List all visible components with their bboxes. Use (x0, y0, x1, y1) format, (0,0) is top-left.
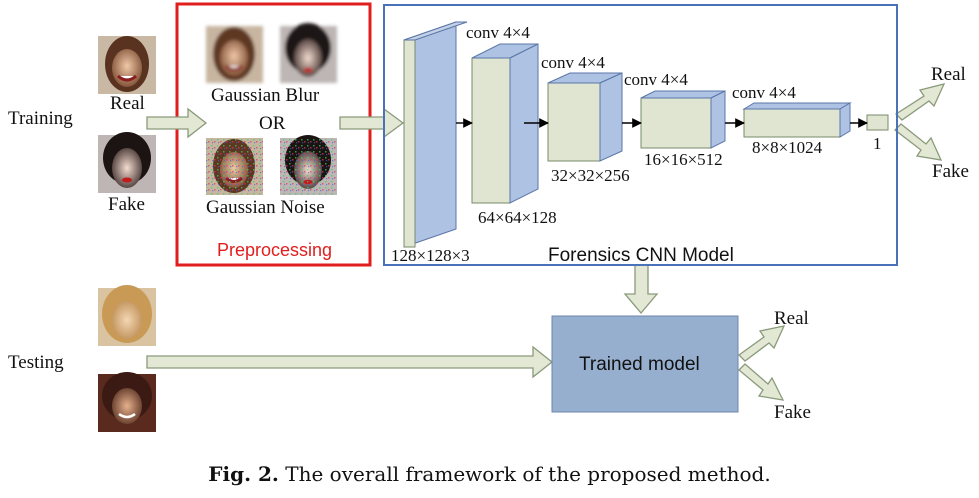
dim-out-label: 1 (873, 134, 882, 153)
conv2-label: conv 4×4 (541, 53, 605, 72)
test-face-image-bottom (98, 372, 156, 432)
train-output-real-label: Real (931, 64, 966, 85)
test-face-image-top (98, 285, 156, 346)
real-face-image (98, 36, 156, 94)
arrow-test-output-real (737, 325, 786, 362)
conv4-label: conv 4×4 (732, 83, 796, 102)
blur-fake-image (280, 23, 337, 83)
arrow-train-output-fake (894, 123, 943, 161)
testing-label: Testing (8, 352, 64, 373)
fake-label: Fake (108, 194, 145, 215)
output-node-block (866, 114, 889, 131)
arrow-testing-to-trained-model (146, 345, 554, 379)
conv1-label: conv 4×4 (466, 23, 530, 42)
cnn-model-box (383, 4, 898, 266)
preprocessing-box (175, 2, 372, 267)
real-label: Real (110, 93, 145, 114)
conv-layer-3-block (640, 90, 726, 149)
test-output-real-label: Real (774, 308, 809, 329)
dim4-label: 8×8×1024 (752, 138, 823, 157)
arrow-input-to-preprocessing (146, 107, 208, 139)
caption-prefix: Fig. 2. (208, 462, 279, 486)
fake-face-image-top (98, 132, 156, 193)
preprocessing-label: Preprocessing (217, 240, 332, 260)
conv-layer-2-block (547, 72, 623, 162)
arrow-cnn-to-trained-model (623, 264, 659, 315)
conv-layer-4-block (742, 102, 852, 138)
noise-real-image (206, 138, 263, 195)
caption-text: The overall framework of the proposed me… (278, 462, 771, 486)
figure-caption: Fig. 2. The overall framework of the pro… (0, 462, 979, 486)
input-layer-block (403, 21, 468, 248)
blur-real-image (206, 26, 263, 83)
dim2-label: 32×32×256 (551, 166, 630, 185)
train-output-fake-label: Fake (932, 161, 969, 182)
trained-model-box (551, 315, 739, 413)
dim3-label: 16×16×512 (644, 150, 723, 169)
training-label: Training (8, 108, 73, 129)
arrow-test-output-fake (738, 363, 785, 401)
gaussian-blur-label: Gaussian Blur (211, 85, 320, 106)
dim1-label: 64×64×128 (478, 208, 557, 227)
noise-fake-image (280, 135, 337, 195)
trained-model-label: Trained model (579, 354, 700, 375)
gaussian-noise-label: Gaussian Noise (206, 197, 325, 218)
arrow-train-output-real (894, 83, 946, 121)
conv3-label: conv 4×4 (624, 70, 688, 89)
forensics-model-label: Forensics CNN Model (548, 245, 734, 266)
test-output-fake-label: Fake (774, 402, 811, 423)
dim-input-label: 128×128×3 (391, 246, 470, 265)
or-label: OR (259, 113, 286, 134)
